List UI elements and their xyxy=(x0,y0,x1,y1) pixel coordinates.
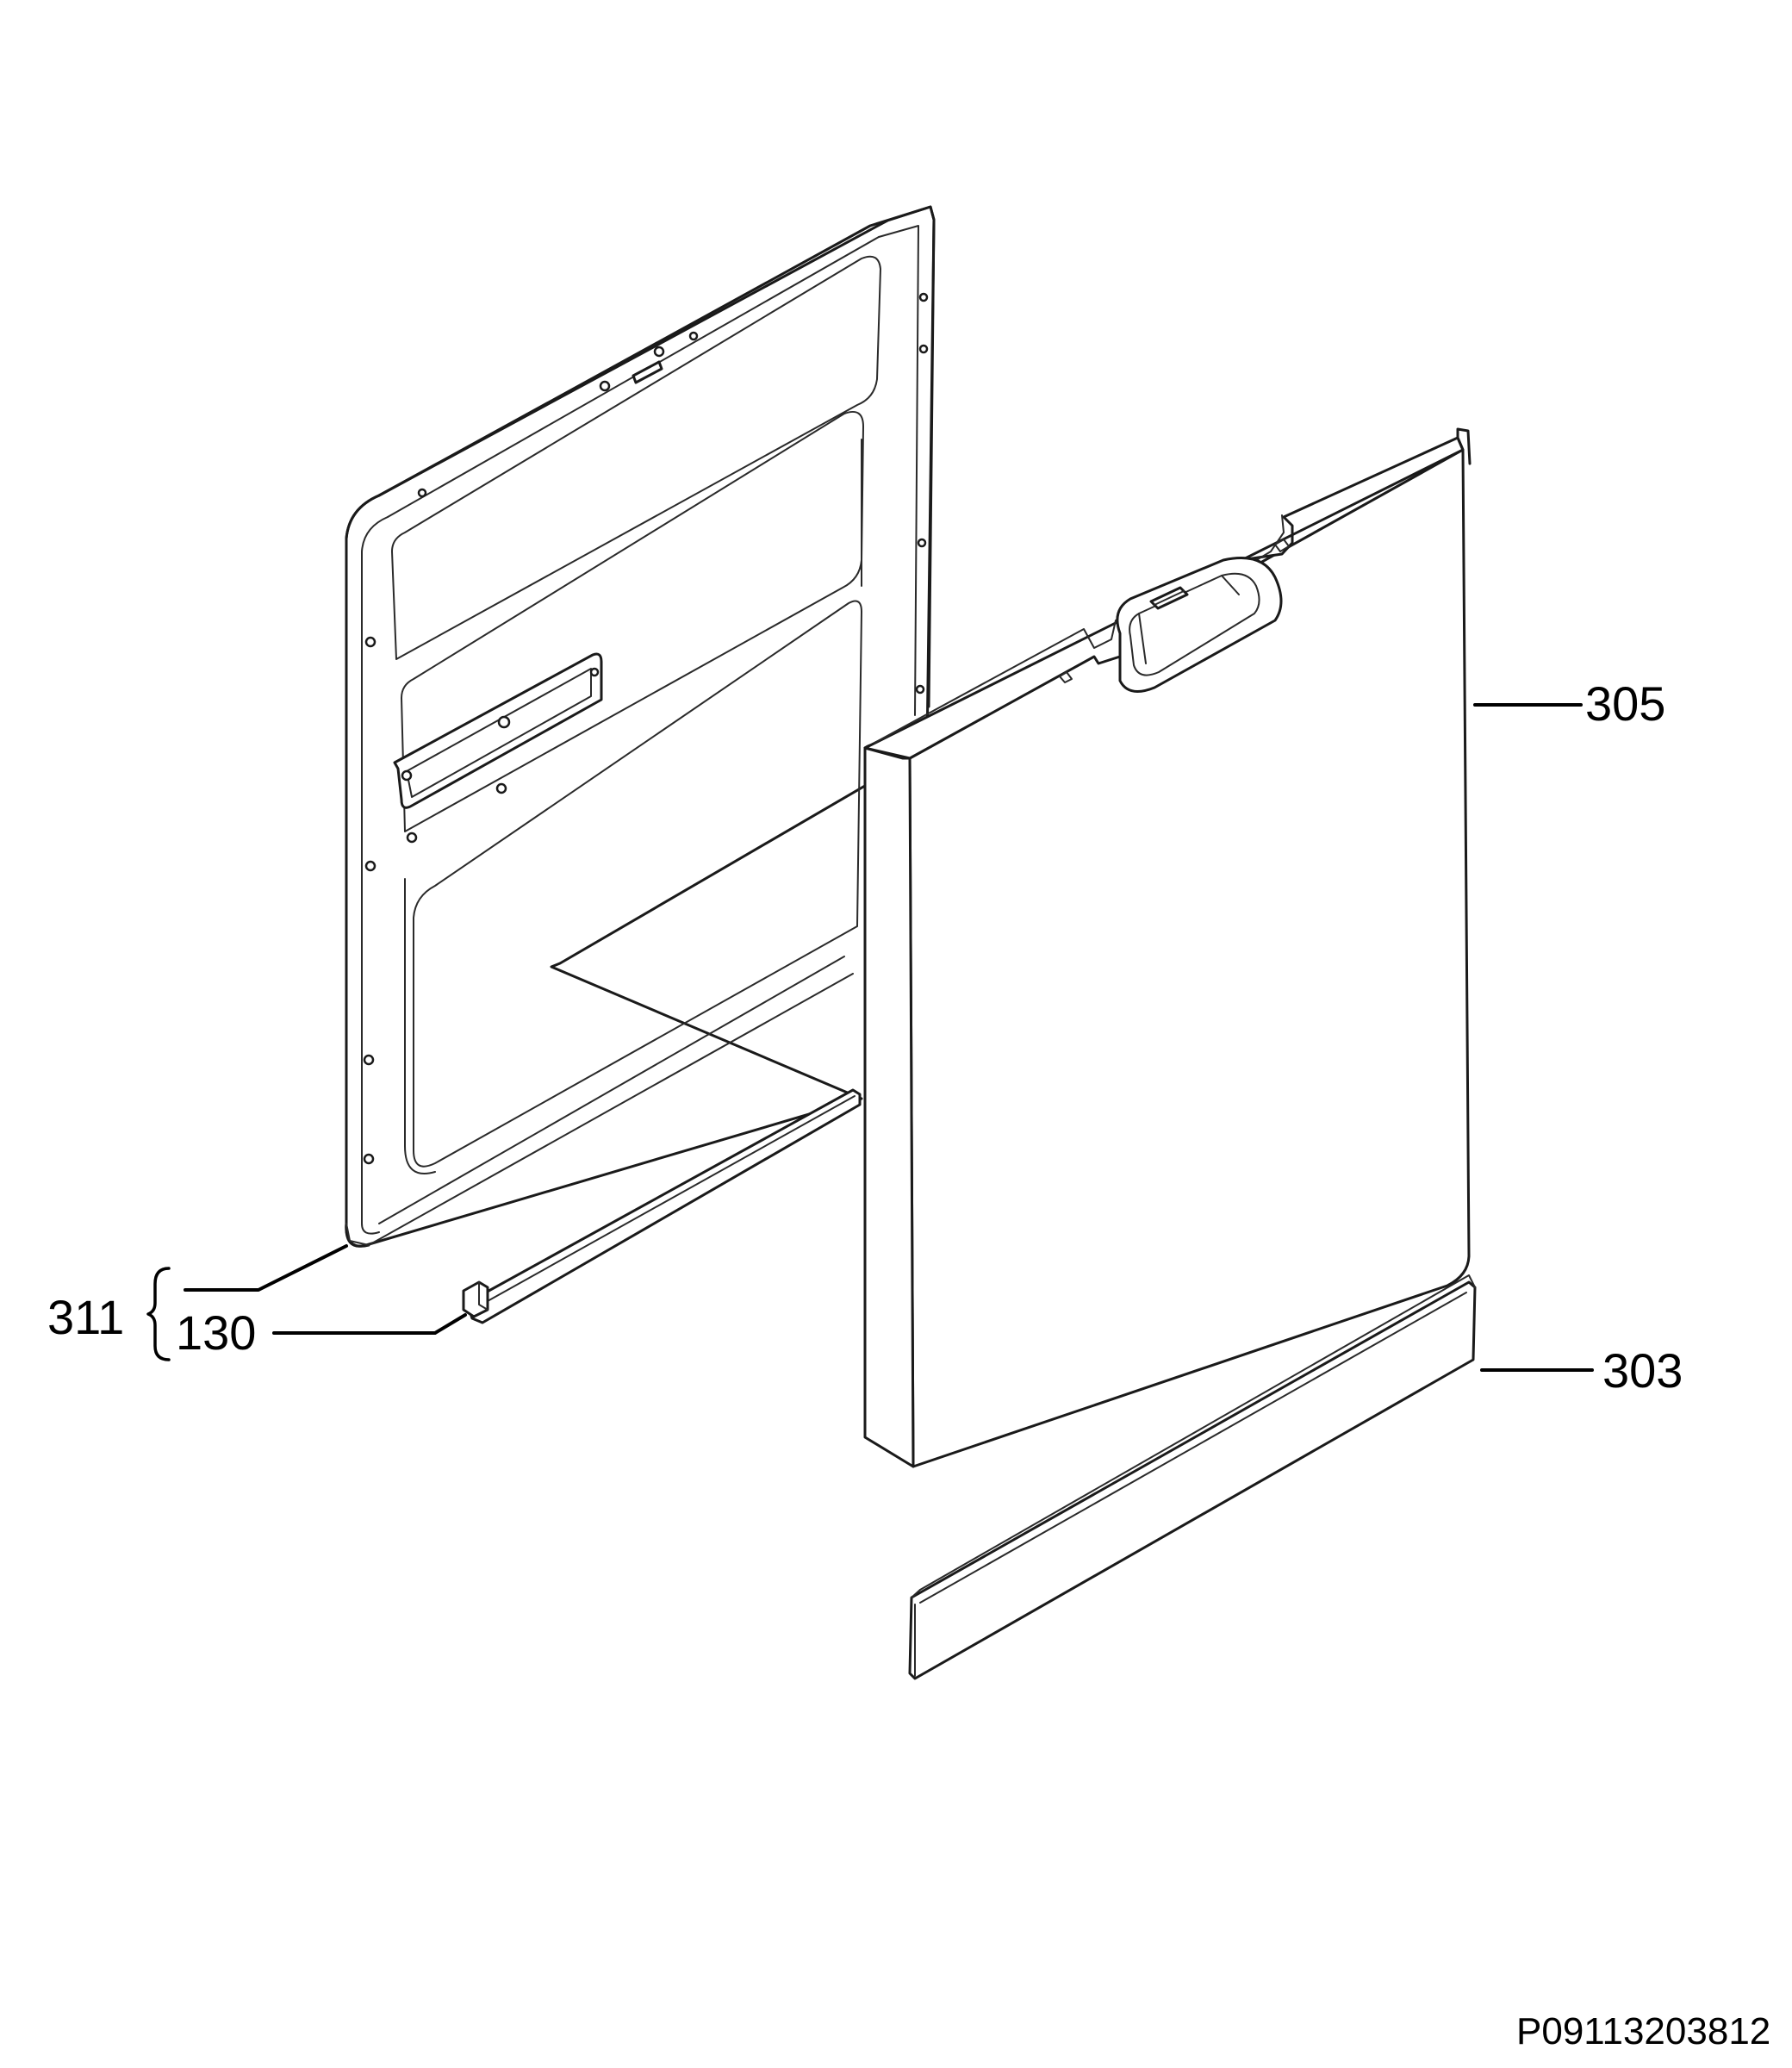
inner-door-frame xyxy=(345,205,936,1248)
callout-311: 311 xyxy=(47,1290,124,1344)
front-door-panel xyxy=(863,427,1472,1468)
leader-311 xyxy=(184,1244,348,1292)
seal-strip-part xyxy=(462,1088,862,1324)
kickplate-part xyxy=(908,1274,1477,1680)
callout-303: 303 xyxy=(1602,1343,1683,1398)
drawing-code: P09113203812 xyxy=(1516,2010,1770,2052)
assembly-brace xyxy=(146,1267,171,1361)
callout-130: 130 xyxy=(176,1305,256,1360)
leader-130 xyxy=(272,1313,467,1335)
callout-305: 305 xyxy=(1585,676,1665,731)
